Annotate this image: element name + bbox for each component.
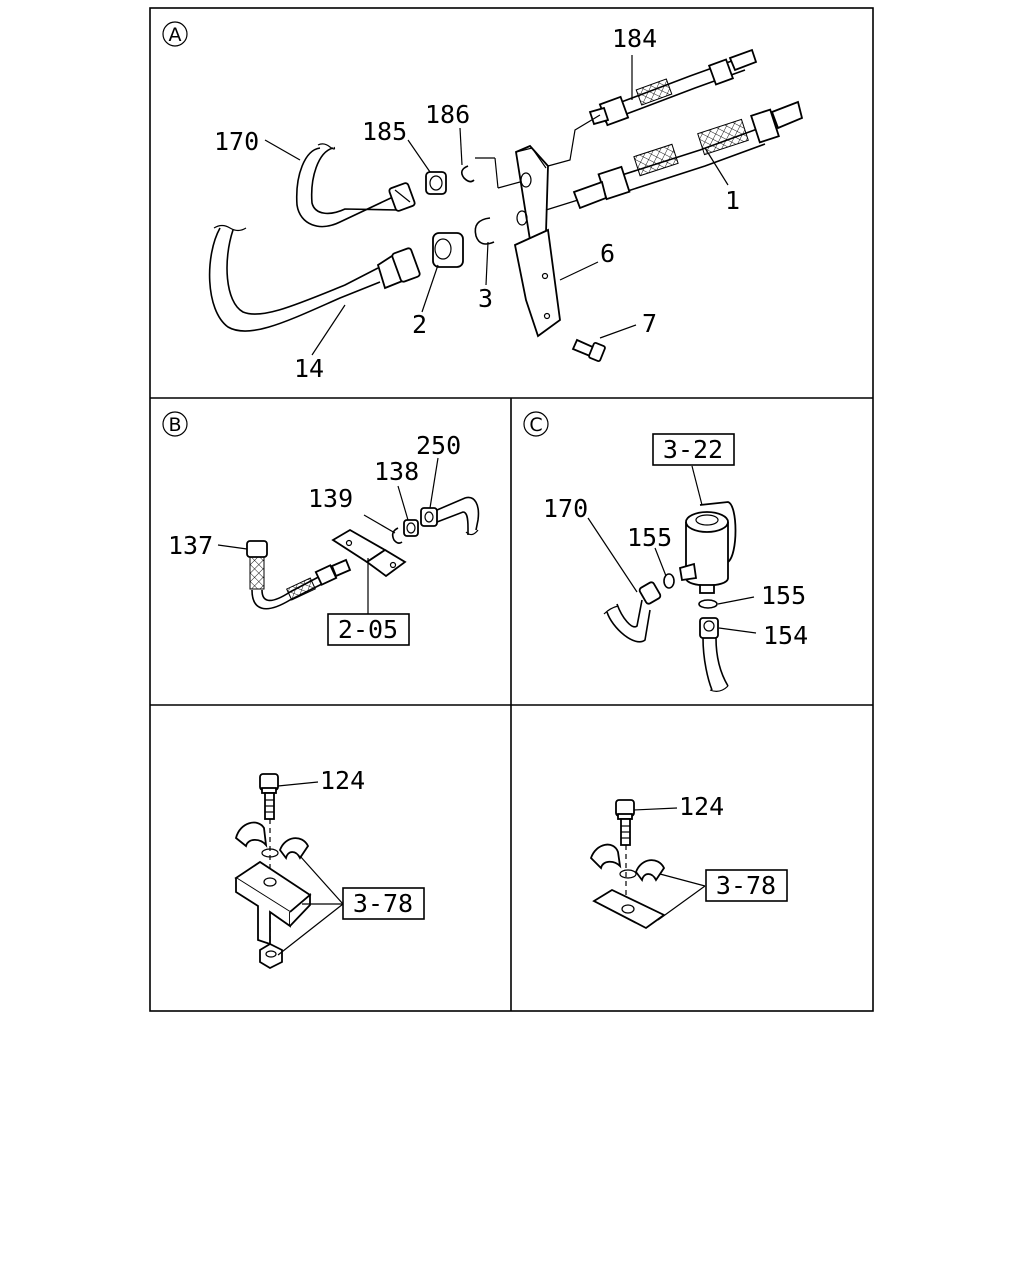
washer-3 <box>474 217 495 245</box>
nut-d <box>259 942 283 970</box>
label-137: 137 <box>168 531 213 560</box>
label-155-side: 155 <box>627 523 672 552</box>
bolt-7 <box>571 338 606 362</box>
panel-b-leaders <box>217 457 439 614</box>
pipe-170-c <box>603 581 662 643</box>
panel-b-letter: B <box>168 414 181 436</box>
label-184: 184 <box>612 24 657 53</box>
hose-1 <box>545 100 804 211</box>
pipe-250 <box>436 496 480 536</box>
clamp-3-78-e <box>589 843 666 930</box>
diagram-frame <box>149 7 874 1012</box>
ref-box-3-22: 3-22 <box>652 433 735 466</box>
washer-186 <box>460 165 475 183</box>
panel-a-leaders <box>264 55 729 356</box>
label-124-d: 124 <box>320 766 365 795</box>
panel-a-marker: A <box>162 21 188 47</box>
ref-2-05: 2-05 <box>338 615 398 644</box>
ref-3-22: 3-22 <box>663 435 723 464</box>
nut-185 <box>425 171 447 195</box>
ref-box-2-05: 2-05 <box>327 613 410 646</box>
flexible-hose-137 <box>246 540 352 610</box>
panel-e: 124 3-78 <box>589 792 788 930</box>
label-3: 3 <box>478 284 493 313</box>
panel-c-letter: C <box>529 414 542 436</box>
nut-2 <box>432 232 464 268</box>
nut-250 <box>420 507 438 527</box>
ref-3-78-e: 3-78 <box>716 871 776 900</box>
label-6: 6 <box>600 239 615 268</box>
panel-b: B <box>162 411 480 646</box>
clamp-3-78-d <box>234 821 312 946</box>
washer-139 <box>391 527 403 544</box>
panel-d-leaders <box>277 781 344 956</box>
panel-c: C 3-22 <box>523 411 808 692</box>
label-124-e: 124 <box>679 792 724 821</box>
label-185: 185 <box>362 117 407 146</box>
panel-c-marker: C <box>523 411 549 437</box>
nut-138 <box>403 519 419 537</box>
panel-a: A <box>162 21 804 383</box>
bracket-2-05 <box>331 528 407 578</box>
panel-e-leaders <box>633 807 706 921</box>
filter-assembly <box>678 501 737 594</box>
o-ring-155-bottom <box>698 599 718 609</box>
pipe-14 <box>208 224 421 332</box>
panel-d: 124 3-78 <box>234 766 425 970</box>
o-ring-155-side <box>663 573 675 589</box>
ref-3-78-d: 3-78 <box>353 889 413 918</box>
label-154: 154 <box>763 621 808 650</box>
ref-box-3-78-e: 3-78 <box>705 869 788 902</box>
bolt-124-e <box>615 799 635 906</box>
label-155-bottom: 155 <box>761 581 806 610</box>
panel-c-leaders <box>587 465 757 634</box>
ref-box-3-78-d: 3-78 <box>342 887 425 920</box>
label-170: 170 <box>214 127 259 156</box>
pipe-154 <box>699 617 729 692</box>
label-170-c: 170 <box>543 494 588 523</box>
hose-184 <box>547 48 758 167</box>
panel-b-marker: B <box>162 411 188 437</box>
label-14: 14 <box>294 354 324 383</box>
bracket-6 <box>513 144 561 338</box>
panel-a-letter: A <box>169 24 182 46</box>
label-250: 250 <box>416 431 461 460</box>
label-139: 139 <box>308 484 353 513</box>
label-2: 2 <box>412 310 427 339</box>
label-7: 7 <box>642 309 657 338</box>
label-138: 138 <box>374 457 419 486</box>
label-186: 186 <box>425 100 470 129</box>
pipe-170 <box>295 143 416 228</box>
label-1: 1 <box>725 186 740 215</box>
